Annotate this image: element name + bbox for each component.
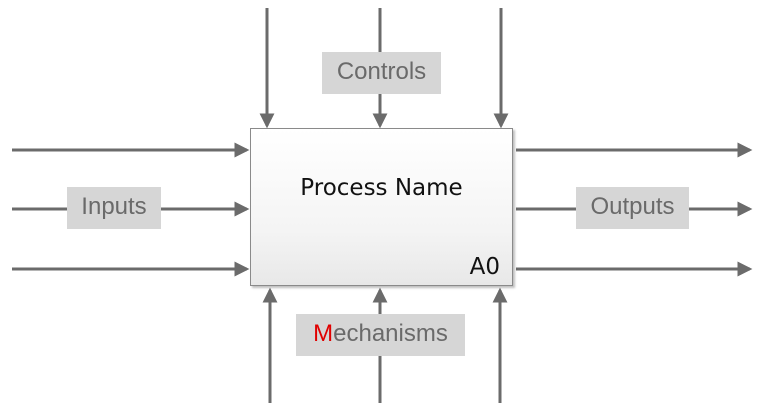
process-box: Process Name A0 bbox=[250, 128, 513, 286]
mechanisms-label: Mechanisms bbox=[296, 314, 465, 356]
inputs-label: Inputs bbox=[67, 187, 161, 229]
process-name: Process Name bbox=[300, 175, 463, 201]
outputs-label: Outputs bbox=[576, 187, 689, 229]
process-id: A0 bbox=[469, 254, 500, 280]
mechanisms-label-accent-letter: M bbox=[313, 320, 334, 347]
mechanisms-label-rest: echanisms bbox=[333, 320, 448, 347]
controls-label: Controls bbox=[322, 52, 441, 94]
